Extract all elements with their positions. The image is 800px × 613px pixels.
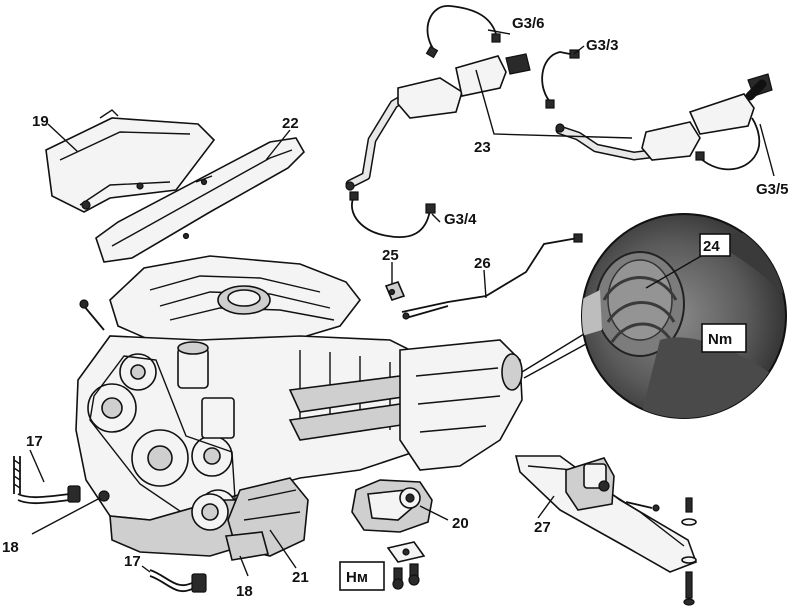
- label-G3-4: G3/4: [444, 211, 477, 228]
- fitting-18-upper: [98, 490, 110, 502]
- bracket-25: [384, 281, 406, 301]
- label-20: 20: [452, 515, 469, 532]
- callouts: [29, 29, 775, 591]
- label-17-upper: 17: [26, 433, 43, 450]
- crossmember-27: [514, 455, 698, 606]
- shift-cable-26: [401, 233, 583, 320]
- hose-17-upper: [13, 456, 81, 505]
- fitting-18-lower: [225, 531, 270, 561]
- label-18-lower: 18: [236, 583, 253, 600]
- heat-shield-19: [45, 109, 216, 213]
- label-19: 19: [32, 113, 49, 130]
- engine-assembly: [75, 255, 523, 557]
- label-23: 23: [474, 139, 491, 156]
- mount-bracket-plate: [386, 541, 426, 590]
- label-17-lower: 17: [124, 553, 141, 570]
- label-Nm-mount: Нм: [346, 569, 368, 586]
- oxygen-sensor-G3-5: [695, 117, 761, 171]
- label-18-upper: 18: [2, 539, 19, 556]
- photo-inset: [521, 213, 787, 419]
- oxygen-sensor-G3-6: [425, 5, 501, 59]
- label-26: 26: [474, 255, 491, 272]
- label-25: 25: [382, 247, 399, 264]
- label-22: 22: [282, 115, 299, 132]
- oxygen-sensor-G3-3: [541, 49, 580, 109]
- oxygen-sensor-G3-4: [349, 191, 436, 238]
- exhaust-pipes-23: [345, 53, 773, 191]
- hose-17-lower: [149, 569, 207, 593]
- label-Nm-inset: Nm: [708, 331, 732, 348]
- label-27: 27: [534, 519, 551, 536]
- label-21: 21: [292, 569, 309, 586]
- label-G3-5: G3/5: [756, 181, 789, 198]
- label-G3-6: G3/6: [512, 15, 545, 32]
- label-G3-3: G3/3: [586, 37, 619, 54]
- heat-shield-22: [95, 137, 305, 263]
- engine-mount-20: [351, 479, 433, 533]
- label-24: 24: [703, 238, 720, 255]
